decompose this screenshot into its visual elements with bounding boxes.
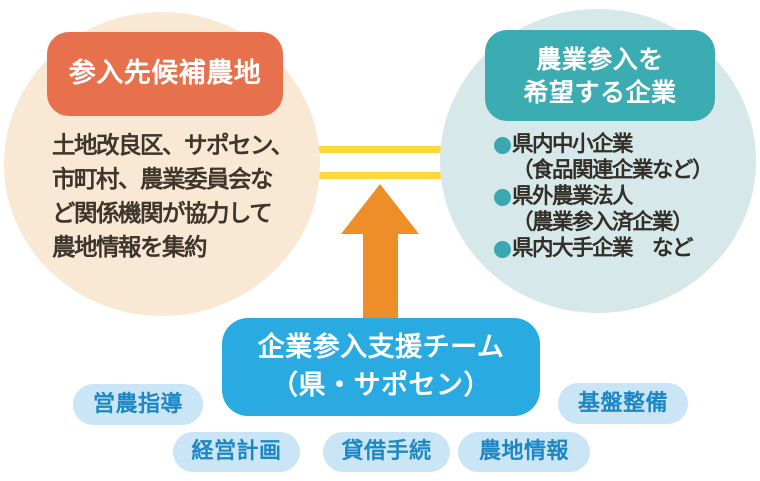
list-item: （食品関連企業など） — [494, 158, 744, 184]
support-team-line1: 企業参入支援チーム — [257, 332, 505, 363]
right-title-line2: 希望する企業 — [523, 78, 677, 107]
left-circle-title: 参入先候補農地 — [47, 32, 283, 116]
list-item-text: （食品関連企業など） — [512, 158, 714, 183]
right-title-line1: 農業参入を — [536, 45, 664, 74]
up-arrow-stem — [363, 232, 398, 322]
bullet-icon — [494, 188, 511, 206]
list-item-text: 県外農業法人 — [512, 184, 634, 209]
right-circle-title: 農業参入を 希望する企業 — [485, 30, 715, 121]
list-item: 県外農業法人 — [494, 184, 744, 210]
bullet-icon — [494, 136, 511, 154]
list-item-text: （農業参入済企業） — [512, 210, 694, 235]
left-body-line: 土地改良区、サポセン、 — [52, 131, 294, 159]
up-arrow-icon — [341, 184, 419, 234]
left-body-line: 市町村、農業委員会な — [52, 165, 274, 193]
list-item-text: 県内中小企業 — [512, 132, 634, 157]
bullet-icon — [494, 240, 511, 258]
support-team-line2: （県・サポセン） — [271, 370, 491, 401]
left-body-line: ど関係機関が協力して — [52, 199, 273, 227]
list-item-text: 県内大手企業 など — [512, 236, 694, 261]
list-item: 県内中小企業 — [494, 132, 744, 158]
left-circle-body: 土地改良区、サポセン、 市町村、農業委員会な ど関係機関が協力して 農地情報を集… — [52, 128, 297, 264]
list-item: 県内大手企業 など — [494, 236, 744, 262]
tag-farming-guidance: 営農指導 — [73, 384, 203, 425]
connector-bar — [310, 146, 450, 179]
list-item: （農業参入済企業） — [494, 210, 744, 236]
support-team-box: 企業参入支援チーム （県・サポセン） — [222, 318, 540, 416]
left-body-line: 農地情報を集約 — [52, 233, 208, 261]
tag-management-plan: 経営計画 — [173, 432, 300, 472]
tag-infrastructure: 基盤整備 — [558, 383, 688, 424]
tag-farmland-info: 農地情報 — [458, 432, 590, 472]
tag-lease-procedure: 貸借手続 — [323, 432, 450, 472]
right-circle-list: 県内中小企業 （食品関連企業など） 県外農業法人 （農業参入済企業） 県内大手企… — [494, 132, 744, 262]
